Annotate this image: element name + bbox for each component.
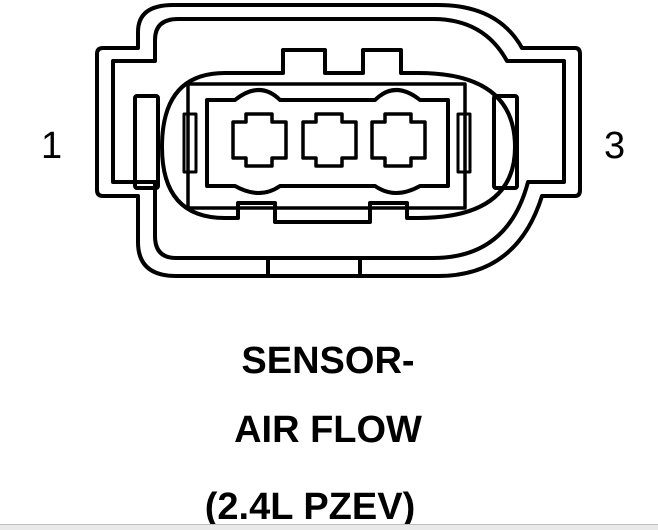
terminal-cavity-1 <box>231 112 288 168</box>
bottom-scroll-edge <box>0 524 658 530</box>
plug-rib-right <box>456 112 472 174</box>
connector-title-line-2: AIR FLOW <box>234 409 422 451</box>
plug-rib-left <box>182 112 198 174</box>
locking-tab <box>266 256 362 278</box>
plug-shroud <box>160 48 517 224</box>
terminal-cavity-3 <box>370 112 427 168</box>
plug-body <box>186 82 467 210</box>
connector-title-line-3: (2.4L PZEV) <box>204 486 416 528</box>
connector-title-line-1: SENSOR- <box>241 340 415 382</box>
terminal-cavity-2 <box>301 112 358 168</box>
plug-face <box>205 88 450 195</box>
pin-number-right: 3 <box>604 125 626 167</box>
connector-housing-outer <box>95 3 582 278</box>
left-side-slot <box>133 94 160 190</box>
connector-housing-inner <box>111 17 566 260</box>
pin-number-left: 1 <box>41 125 63 167</box>
